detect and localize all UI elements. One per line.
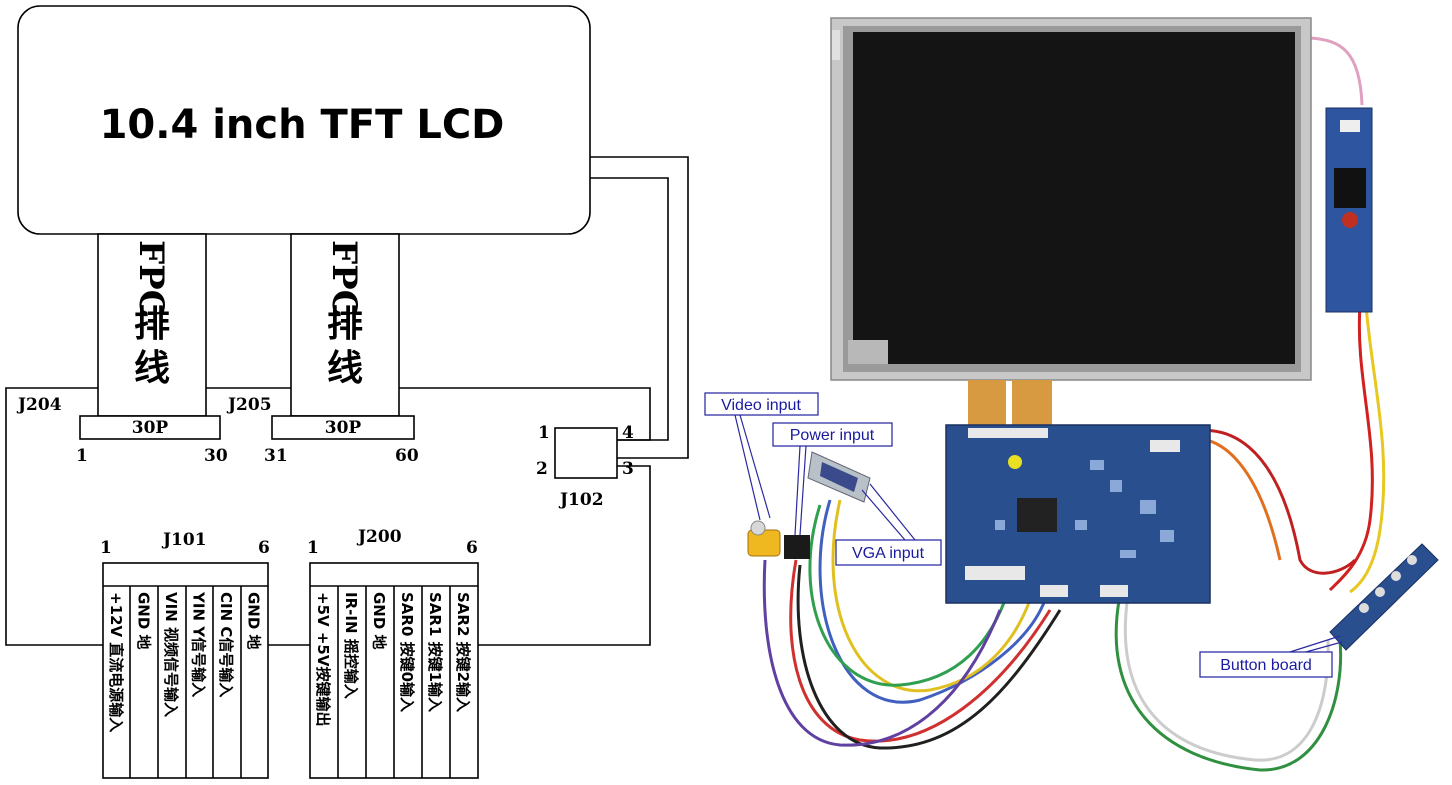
j200-label: J200 xyxy=(356,527,402,547)
wire-button-green xyxy=(1114,594,1343,772)
j200-column-3: GND 地 xyxy=(370,592,388,650)
svg-text:Video input: Video input xyxy=(721,397,801,414)
rca-tip xyxy=(750,520,766,536)
wire-j200-j102 xyxy=(478,465,651,646)
j101-column-3: VIN 视频信号输入 xyxy=(162,592,180,717)
j205-pins: 30P xyxy=(325,418,362,438)
rca-video-connector xyxy=(747,529,781,557)
board-connector-bottom-2 xyxy=(1040,585,1068,597)
wire-j204-left xyxy=(5,387,103,646)
j204-connector xyxy=(79,415,221,440)
j102-box xyxy=(554,427,618,479)
j204-pin-end: 30 xyxy=(204,446,228,466)
wire-vga-green xyxy=(808,504,1007,687)
j101-column-1: +12V 直流电源输入 xyxy=(107,592,125,732)
j200-pin-last: 6 xyxy=(466,538,478,558)
fpc-left-ribbon xyxy=(97,233,207,417)
power-plug xyxy=(784,535,810,559)
inverter-transformer xyxy=(1334,168,1366,208)
callout-video: Video input xyxy=(704,392,819,416)
lcd-corner-tl xyxy=(832,30,840,60)
j200-columns: +5V +5V按键输出 IR-IN 摇控输入 GND 地 SAR0 按键0输入 SAR1… xyxy=(314,592,472,726)
j204-label: J204 xyxy=(16,395,62,415)
photo-fpc-right xyxy=(1012,380,1052,428)
lcd-screen xyxy=(853,32,1295,364)
j200-column-6: SAR2 按键2输入 xyxy=(454,592,472,712)
wire-button-white xyxy=(1123,594,1330,762)
j205-pin-end: 60 xyxy=(395,446,419,466)
callout-button: Button board xyxy=(1199,651,1333,678)
board-components xyxy=(995,460,1174,558)
photo-fpc-left xyxy=(968,380,1006,428)
inverter-cap xyxy=(1342,212,1358,228)
fpc-right-label-char: 线 xyxy=(327,347,363,389)
j200-pin-first: 1 xyxy=(307,538,319,558)
j200-column-2: IR-IN 摇控输入 xyxy=(342,592,360,699)
inverter-board xyxy=(1325,107,1373,313)
svg-text:Power input: Power input xyxy=(790,427,875,444)
lcd-title: 10.4 inch TFT LCD xyxy=(100,102,505,148)
callout-power-leader xyxy=(794,445,807,536)
j101-table xyxy=(102,562,269,779)
wire-power-black xyxy=(796,564,1062,750)
board-led xyxy=(1008,455,1022,469)
j205-pin-start: 31 xyxy=(264,446,288,466)
button-board xyxy=(1329,543,1439,651)
svg-text:Button board: Button board xyxy=(1220,657,1312,674)
wire-video-purple xyxy=(762,559,1002,747)
board-chip xyxy=(1017,498,1057,532)
callout-power: Power input xyxy=(772,422,893,447)
wire-vga-yellow xyxy=(831,499,1032,693)
j101-pin-last: 6 xyxy=(258,538,270,558)
wire-lcd-inner xyxy=(590,177,669,441)
fpc-left-label-char: 线 xyxy=(134,347,170,389)
j200-table xyxy=(309,562,479,779)
j205-connector xyxy=(271,415,415,440)
svg-text:VGA input: VGA input xyxy=(852,545,925,562)
j200-column-1: +5V +5V按键输出 xyxy=(314,592,332,726)
inverter-connector xyxy=(1340,120,1360,132)
fpc-right-label-char: 排 xyxy=(327,303,363,345)
schematic xyxy=(5,5,689,779)
callout-vga: VGA input xyxy=(835,539,942,566)
board-connector-right xyxy=(1150,440,1180,452)
j101-column-5: CIN C信号输入 xyxy=(217,592,235,697)
j204-pin-start: 1 xyxy=(76,446,88,466)
j101-column-4: YIN Y信号输入 xyxy=(189,591,207,697)
j101-label: J101 xyxy=(161,530,207,550)
callout-video-leader xyxy=(734,414,771,521)
j204-pins: 30P xyxy=(132,418,169,438)
wire-power-red xyxy=(789,559,1052,743)
j102-pin-1: 1 xyxy=(538,423,550,443)
j101-column-2: GND 地 xyxy=(134,592,152,650)
j101-pin-first: 1 xyxy=(100,538,112,558)
fpc-right-label-latin: FPC xyxy=(324,240,364,317)
wire-inverter-red xyxy=(1328,304,1374,592)
wire-vga-blue xyxy=(818,499,1047,704)
vga-connector xyxy=(807,451,871,503)
j102-pin-4: 4 xyxy=(622,423,634,443)
j101-column-6: GND 地 xyxy=(244,592,262,650)
j205-label: J205 xyxy=(226,395,272,415)
fpc-right-ribbon xyxy=(290,233,400,417)
fpc-left-label-char: 排 xyxy=(134,303,170,345)
j102-pin-3: 3 xyxy=(622,459,634,479)
lcd-corner-bl xyxy=(848,340,888,364)
board-connector-top xyxy=(968,428,1048,438)
fpc-left-label-latin: FPC xyxy=(131,240,171,317)
hardware-illustration: Video input Power input VGA input Button… xyxy=(704,17,1439,772)
j101-columns: +12V 直流电源输入 GND 地 VIN 视频信号输入 YIN Y信号输入 CIN C… xyxy=(107,591,263,732)
j200-column-5: SAR1 按键1输入 xyxy=(426,592,444,712)
j102-pin-2: 2 xyxy=(536,459,548,479)
board-connector-bottom-3 xyxy=(1100,585,1128,597)
board-connector-bottom-1 xyxy=(965,566,1025,580)
wire-lcd-outer xyxy=(590,156,689,459)
j102-label: J102 xyxy=(558,490,604,510)
wire-inverter-yellow xyxy=(1349,304,1386,594)
j200-column-4: SAR0 按键0输入 xyxy=(398,592,416,712)
wire-inverter-pink xyxy=(1309,36,1364,106)
callout-vga-leader xyxy=(861,483,916,541)
